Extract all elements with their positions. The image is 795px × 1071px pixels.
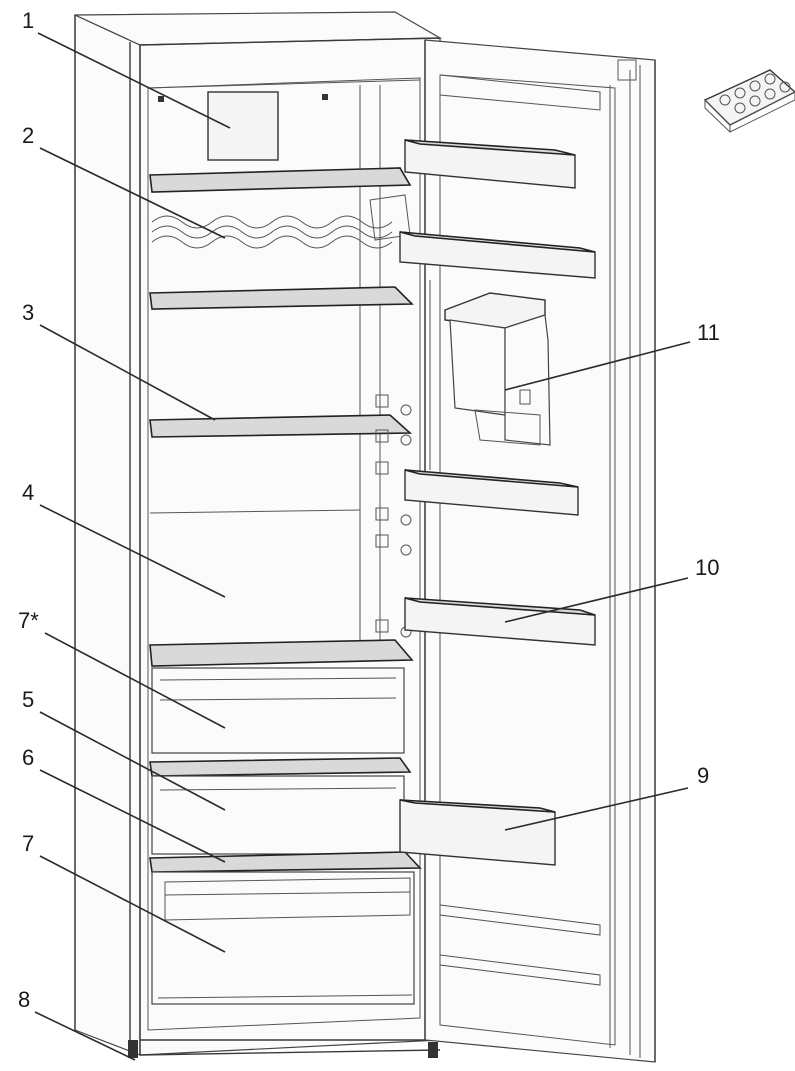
callout-3: 3 bbox=[22, 300, 34, 325]
callout-9: 9 bbox=[697, 763, 709, 788]
bottom-drawer bbox=[151, 871, 415, 1005]
crisper-cover bbox=[149, 851, 422, 873]
callout-leaders bbox=[34, 32, 691, 1061]
callout-8: 8 bbox=[18, 987, 30, 1012]
door-balcony bbox=[404, 597, 596, 646]
egg-tray bbox=[703, 69, 795, 134]
door-balcony-middle bbox=[404, 469, 579, 516]
callout-5: 5 bbox=[22, 687, 34, 712]
callout-10: 10 bbox=[695, 555, 719, 580]
callout-2: 2 bbox=[22, 123, 34, 148]
bottle-balcony bbox=[399, 799, 556, 866]
upper-drawer bbox=[151, 667, 405, 754]
crisper-cover-shelf bbox=[149, 639, 414, 667]
glass-shelf bbox=[149, 414, 413, 438]
crisper-drawer bbox=[149, 757, 412, 855]
door-balcony-top bbox=[404, 139, 576, 189]
door-balcony-second bbox=[399, 231, 596, 279]
wine-rack-shelf bbox=[149, 167, 412, 249]
shelf-support-pegs bbox=[375, 394, 412, 638]
callout-6: 6 bbox=[22, 745, 34, 770]
leveling-foot-right bbox=[428, 1042, 438, 1058]
callout-1: 1 bbox=[22, 8, 34, 33]
leveling-foot bbox=[128, 1040, 138, 1058]
callout-7star: 7* bbox=[18, 608, 39, 633]
callout-11: 11 bbox=[697, 320, 720, 345]
callout-7: 7 bbox=[22, 831, 34, 856]
back-panel-seam bbox=[149, 509, 361, 514]
callout-4: 4 bbox=[22, 480, 34, 505]
water-dispenser-tank bbox=[444, 292, 551, 446]
glass-shelf-upper bbox=[149, 286, 414, 310]
interior-light-box bbox=[158, 91, 328, 161]
fridge-door bbox=[424, 39, 656, 1063]
